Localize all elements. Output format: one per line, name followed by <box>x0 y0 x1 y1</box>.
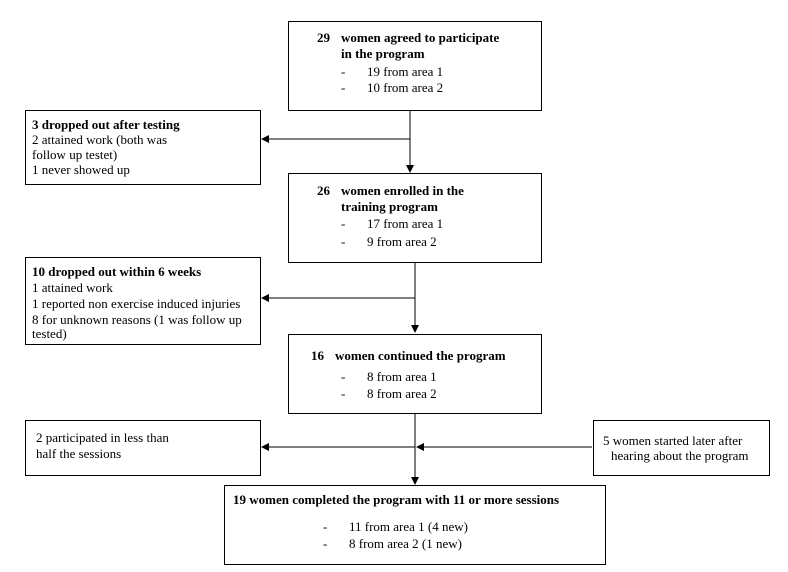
box-enrolled-item-1: 17 from area 1 <box>367 216 444 231</box>
box-completed-item-2: 8 from area 2 (1 new) <box>349 536 462 551</box>
box-late-starters: 5 women started later after hearing abou… <box>593 420 770 476</box>
drop1-line-2: follow up testet) <box>32 147 118 162</box>
box-continued-heading-1: women continued the program <box>335 348 506 363</box>
drop2-line-4: tested) <box>32 326 67 341</box>
box-continued-dash-1: - <box>341 369 346 384</box>
partial-line-2: half the sessions <box>36 446 122 461</box>
box-agreed-dash-2: - <box>341 80 346 95</box>
box-agreed-heading-2: in the program <box>341 46 425 61</box>
box-continued: 16 women continued the program - 8 from … <box>288 334 542 414</box>
box-agreed-heading-1: women agreed to participate <box>341 30 500 45</box>
drop2-line-2: 1 reported non exercise induced injuries <box>32 296 241 311</box>
box-continued-dash-2: - <box>341 386 346 401</box>
partial-line-1: 2 participated in less than <box>36 430 169 445</box>
box-completed-dash-2: - <box>323 536 328 551</box>
box-continued-item-1: 8 from area 1 <box>367 369 437 384</box>
box-enrolled-dash-2: - <box>341 234 346 249</box>
box-enrolled-count: 26 <box>317 183 330 198</box>
box-completed-heading: 19 women completed the program with 11 o… <box>233 492 560 507</box>
drop2-line-3: 8 for unknown reasons (1 was follow up <box>32 312 242 327</box>
box-enrolled-heading-2: training program <box>341 199 438 214</box>
box-completed-item-1: 11 from area 1 (4 new) <box>349 519 468 534</box>
drop1-line-1: 2 attained work (both was <box>32 132 168 147</box>
box-agreed-item-1: 19 from area 1 <box>367 64 444 79</box>
box-completed-dash-1: - <box>323 519 328 534</box>
box-agreed: 29 women agreed to participate in the pr… <box>288 21 542 111</box>
box-continued-count: 16 <box>311 348 324 363</box>
box-enrolled-dash-1: - <box>341 216 346 231</box>
box-agreed-count: 29 <box>317 30 330 45</box>
late-line-1: 5 women started later after <box>603 433 743 448</box>
drop1-heading: 3 dropped out after testing <box>32 117 180 132</box>
box-continued-item-2: 8 from area 2 <box>367 386 437 401</box>
box-enrolled-item-2: 9 from area 2 <box>367 234 437 249</box>
box-dropped-within-6-weeks: 10 dropped out within 6 weeks 1 attained… <box>25 257 261 345</box>
box-agreed-dash-1: - <box>341 64 346 79</box>
box-enrolled-heading-1: women enrolled in the <box>341 183 464 198</box>
drop2-line-1: 1 attained work <box>32 280 113 295</box>
box-completed: 19 women completed the program with 11 o… <box>224 485 606 565</box>
box-agreed-item-2: 10 from area 2 <box>367 80 444 95</box>
late-line-2: hearing about the program <box>611 448 749 463</box>
box-dropped-after-testing: 3 dropped out after testing 2 attained w… <box>25 110 261 185</box>
box-enrolled: 26 women enrolled in the training progra… <box>288 173 542 263</box>
drop2-heading: 10 dropped out within 6 weeks <box>32 264 202 279</box>
box-partial-participation: 2 participated in less than half the ses… <box>25 420 261 476</box>
drop1-line-3: 1 never showed up <box>32 162 130 177</box>
